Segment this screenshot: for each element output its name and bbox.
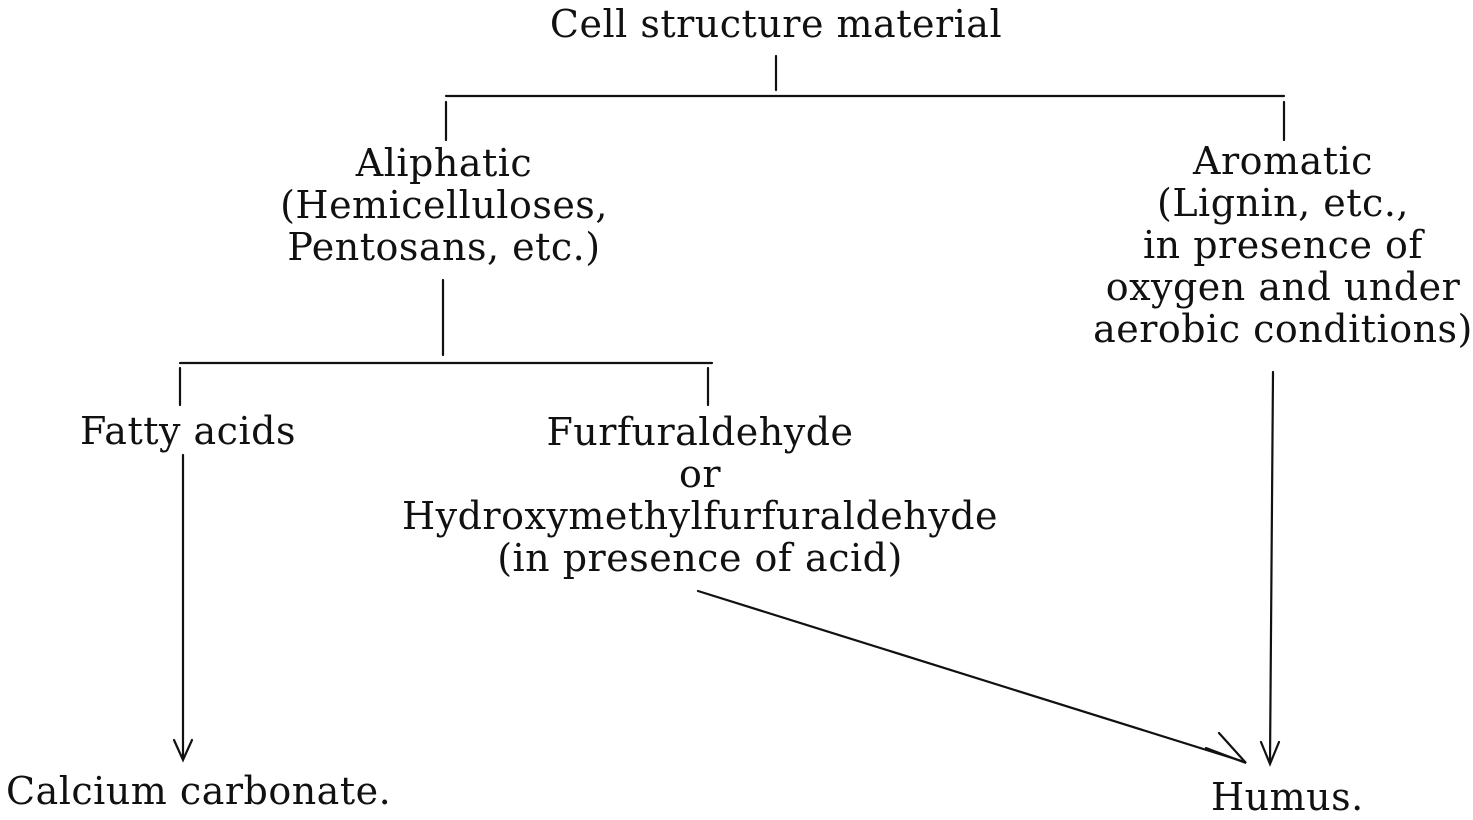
root-node: Cell structure material — [550, 3, 1002, 45]
aliphatic-title: Aliphatic — [355, 141, 533, 185]
furfural-to-humus-arrow-line — [696, 589, 1247, 764]
calcium-arrowhead — [172, 738, 194, 763]
aromatic-to-humus-arrow-line — [1268, 370, 1275, 764]
humus-label: Humus. — [1211, 775, 1364, 819]
aromatic-line2: in presence of — [1143, 223, 1423, 267]
furfural-line3: Hydroxymethylfurfuraldehyde — [401, 494, 999, 538]
aromatic-line3: oxygen and under — [1105, 265, 1461, 309]
furfural-node: Furfuraldehyde or Hydroxymethylfurfurald… — [402, 411, 998, 579]
aromatic-line1: (Lignin, etc., — [1157, 181, 1409, 225]
humus-arrowhead-vertical — [1259, 740, 1281, 767]
furfural-line2: or — [678, 452, 722, 496]
calcium-carbonate-node: Calcium carbonate. — [6, 770, 391, 812]
furfural-line4: (in presence of acid) — [497, 536, 903, 580]
aliphatic-node: Aliphatic (Hemicelluloses, Pentosans, et… — [280, 142, 608, 268]
root-label: Cell structure material — [549, 2, 1003, 46]
fatty-acids-node: Fatty acids — [80, 410, 296, 452]
aromatic-node: Aromatic (Lignin, etc., in presence of o… — [1093, 140, 1473, 350]
calcium-carbonate-label: Calcium carbonate. — [6, 769, 392, 813]
fatty-acids-label: Fatty acids — [80, 409, 296, 453]
furfural-line1: Furfuraldehyde — [546, 410, 854, 454]
humus-node: Humus. — [1211, 776, 1364, 818]
aliphatic-line2: Pentosans, etc.) — [287, 225, 601, 269]
humus-arrowhead-diagonal — [1204, 731, 1247, 765]
aliphatic-line1: (Hemicelluloses, — [280, 183, 608, 227]
aromatic-line4: aerobic conditions) — [1093, 307, 1473, 351]
aromatic-title: Aromatic — [1193, 139, 1373, 183]
